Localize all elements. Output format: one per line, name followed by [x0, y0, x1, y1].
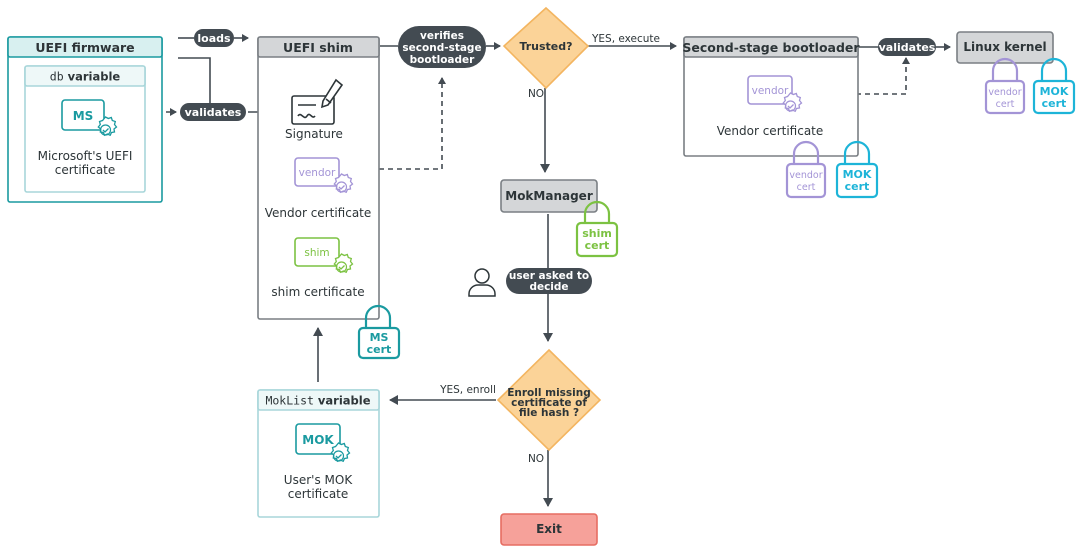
mokmanager-shim-lock-icon: shim cert: [575, 200, 619, 258]
enroll-no: NO: [528, 453, 544, 465]
bootloader-vendor-lock-icon: vendor cert: [785, 140, 827, 199]
trusted-decision: Trusted?: [502, 6, 590, 90]
mokmanager-title: MokManager: [505, 189, 593, 203]
uefi-firmware-title: UEFI firmware: [35, 40, 134, 55]
shim-title: UEFI shim: [283, 40, 353, 55]
pill-verifies-2: second-stage: [402, 42, 481, 54]
ms-lock-1: MS: [370, 331, 389, 344]
mok-caption-2: certificate: [288, 487, 349, 501]
signature-icon: [291, 78, 344, 125]
moklist-var-suffix: variable: [318, 394, 371, 408]
shim-vendor-badge: vendor: [299, 167, 336, 179]
k-mok-lock-1: MOK: [1040, 85, 1069, 98]
mok-certificate-icon: MOK: [295, 423, 351, 463]
moklist-var-name: MokList: [265, 394, 313, 408]
pill-verifies: verifies second-stage bootloader: [398, 26, 486, 68]
ms-cert-lock-icon: MS cert: [357, 304, 401, 360]
exit-box: Exit: [500, 513, 598, 546]
pill-user-asked: user asked to decide: [506, 268, 592, 294]
db-variable-box: db variable MS Microsoft's UEFI certifica…: [24, 65, 146, 193]
bl-mok-lock-1: MOK: [843, 168, 872, 181]
pill-user-asked-2: decide: [529, 281, 568, 293]
trusted-label: Trusted?: [519, 40, 572, 53]
exit-label: Exit: [536, 522, 562, 536]
db-var-suffix: variable: [68, 70, 121, 84]
signature-caption: Signature: [285, 127, 343, 141]
linux-kernel-box: Linux kernel: [956, 31, 1054, 64]
ms-badge: MS: [73, 109, 94, 123]
mok-badge: MOK: [302, 433, 334, 447]
bl-vendor-lock-2: cert: [797, 182, 816, 193]
mok-caption-1: User's MOK: [284, 473, 354, 487]
kernel-vendor-lock-icon: vendor cert: [984, 57, 1026, 115]
shim-certificate-icon: shim: [294, 237, 354, 274]
trusted-no: NO: [528, 88, 544, 100]
enroll-decision: Enroll missing certificate of file hash …: [496, 348, 602, 452]
pill-loads: loads: [194, 29, 234, 47]
pill-validates-left-text: validates: [185, 106, 242, 119]
k-mok-lock-2: cert: [1042, 97, 1067, 110]
shim-cert-caption: shim certificate: [271, 285, 364, 299]
vendor-certificate-icon: vendor: [294, 157, 354, 194]
pill-loads-text: loads: [197, 32, 231, 45]
bootloader-box: Second-stage bootloader vendor Vendor ce…: [682, 36, 860, 157]
user-icon: [468, 268, 496, 297]
enroll-1: Enroll missing: [507, 387, 591, 399]
bootloader-vendor-badge: vendor: [752, 85, 789, 97]
bl-vendor-lock-1: vendor: [789, 170, 822, 181]
mm-shim-lock-1: shim: [582, 227, 612, 240]
pill-verifies-1: verifies: [420, 30, 464, 42]
pill-user-asked-1: user asked to: [509, 270, 589, 282]
bootloader-mok-lock-icon: MOK cert: [835, 140, 879, 199]
ms-caption-2: certificate: [55, 163, 116, 177]
uefi-shim-box: UEFI shim Signature vendor Vendor certif…: [257, 36, 380, 320]
bootloader-vendor-caption: Vendor certificate: [717, 124, 824, 138]
enroll-2: certificate of: [511, 397, 587, 409]
ms-certificate-icon: MS: [61, 99, 118, 137]
shim-badge: shim: [304, 247, 329, 259]
uefi-firmware-box: UEFI firmware db variable MS Microsoft's …: [7, 36, 163, 203]
bootloader-vendor-icon: vendor: [747, 75, 803, 113]
moklist-box: MokList variable MOK User's MOK certifica…: [257, 389, 380, 518]
trusted-yes: YES, execute: [591, 33, 660, 45]
pill-validates-right: validates: [878, 38, 936, 56]
bootloader-title: Second-stage bootloader: [682, 40, 860, 55]
ms-lock-2: cert: [367, 343, 392, 356]
kernel-mok-lock-icon: MOK cert: [1032, 57, 1076, 115]
kernel-title: Linux kernel: [963, 40, 1046, 54]
mm-shim-lock-2: cert: [585, 239, 610, 252]
mokmanager-box: MokManager: [500, 179, 598, 213]
enroll-yes: YES, enroll: [439, 384, 496, 396]
db-var-name: db: [50, 70, 64, 84]
pill-verifies-3: bootloader: [410, 54, 475, 66]
bl-mok-lock-2: cert: [845, 180, 870, 193]
ms-caption-1: Microsoft's UEFI: [38, 149, 133, 163]
shim-vendor-caption: Vendor certificate: [265, 206, 372, 220]
k-vendor-lock-1: vendor: [988, 87, 1021, 98]
k-vendor-lock-2: cert: [996, 99, 1015, 110]
pill-validates-right-text: validates: [879, 41, 936, 54]
enroll-3: file hash ?: [519, 407, 579, 419]
pill-validates-left: validates: [180, 103, 246, 121]
